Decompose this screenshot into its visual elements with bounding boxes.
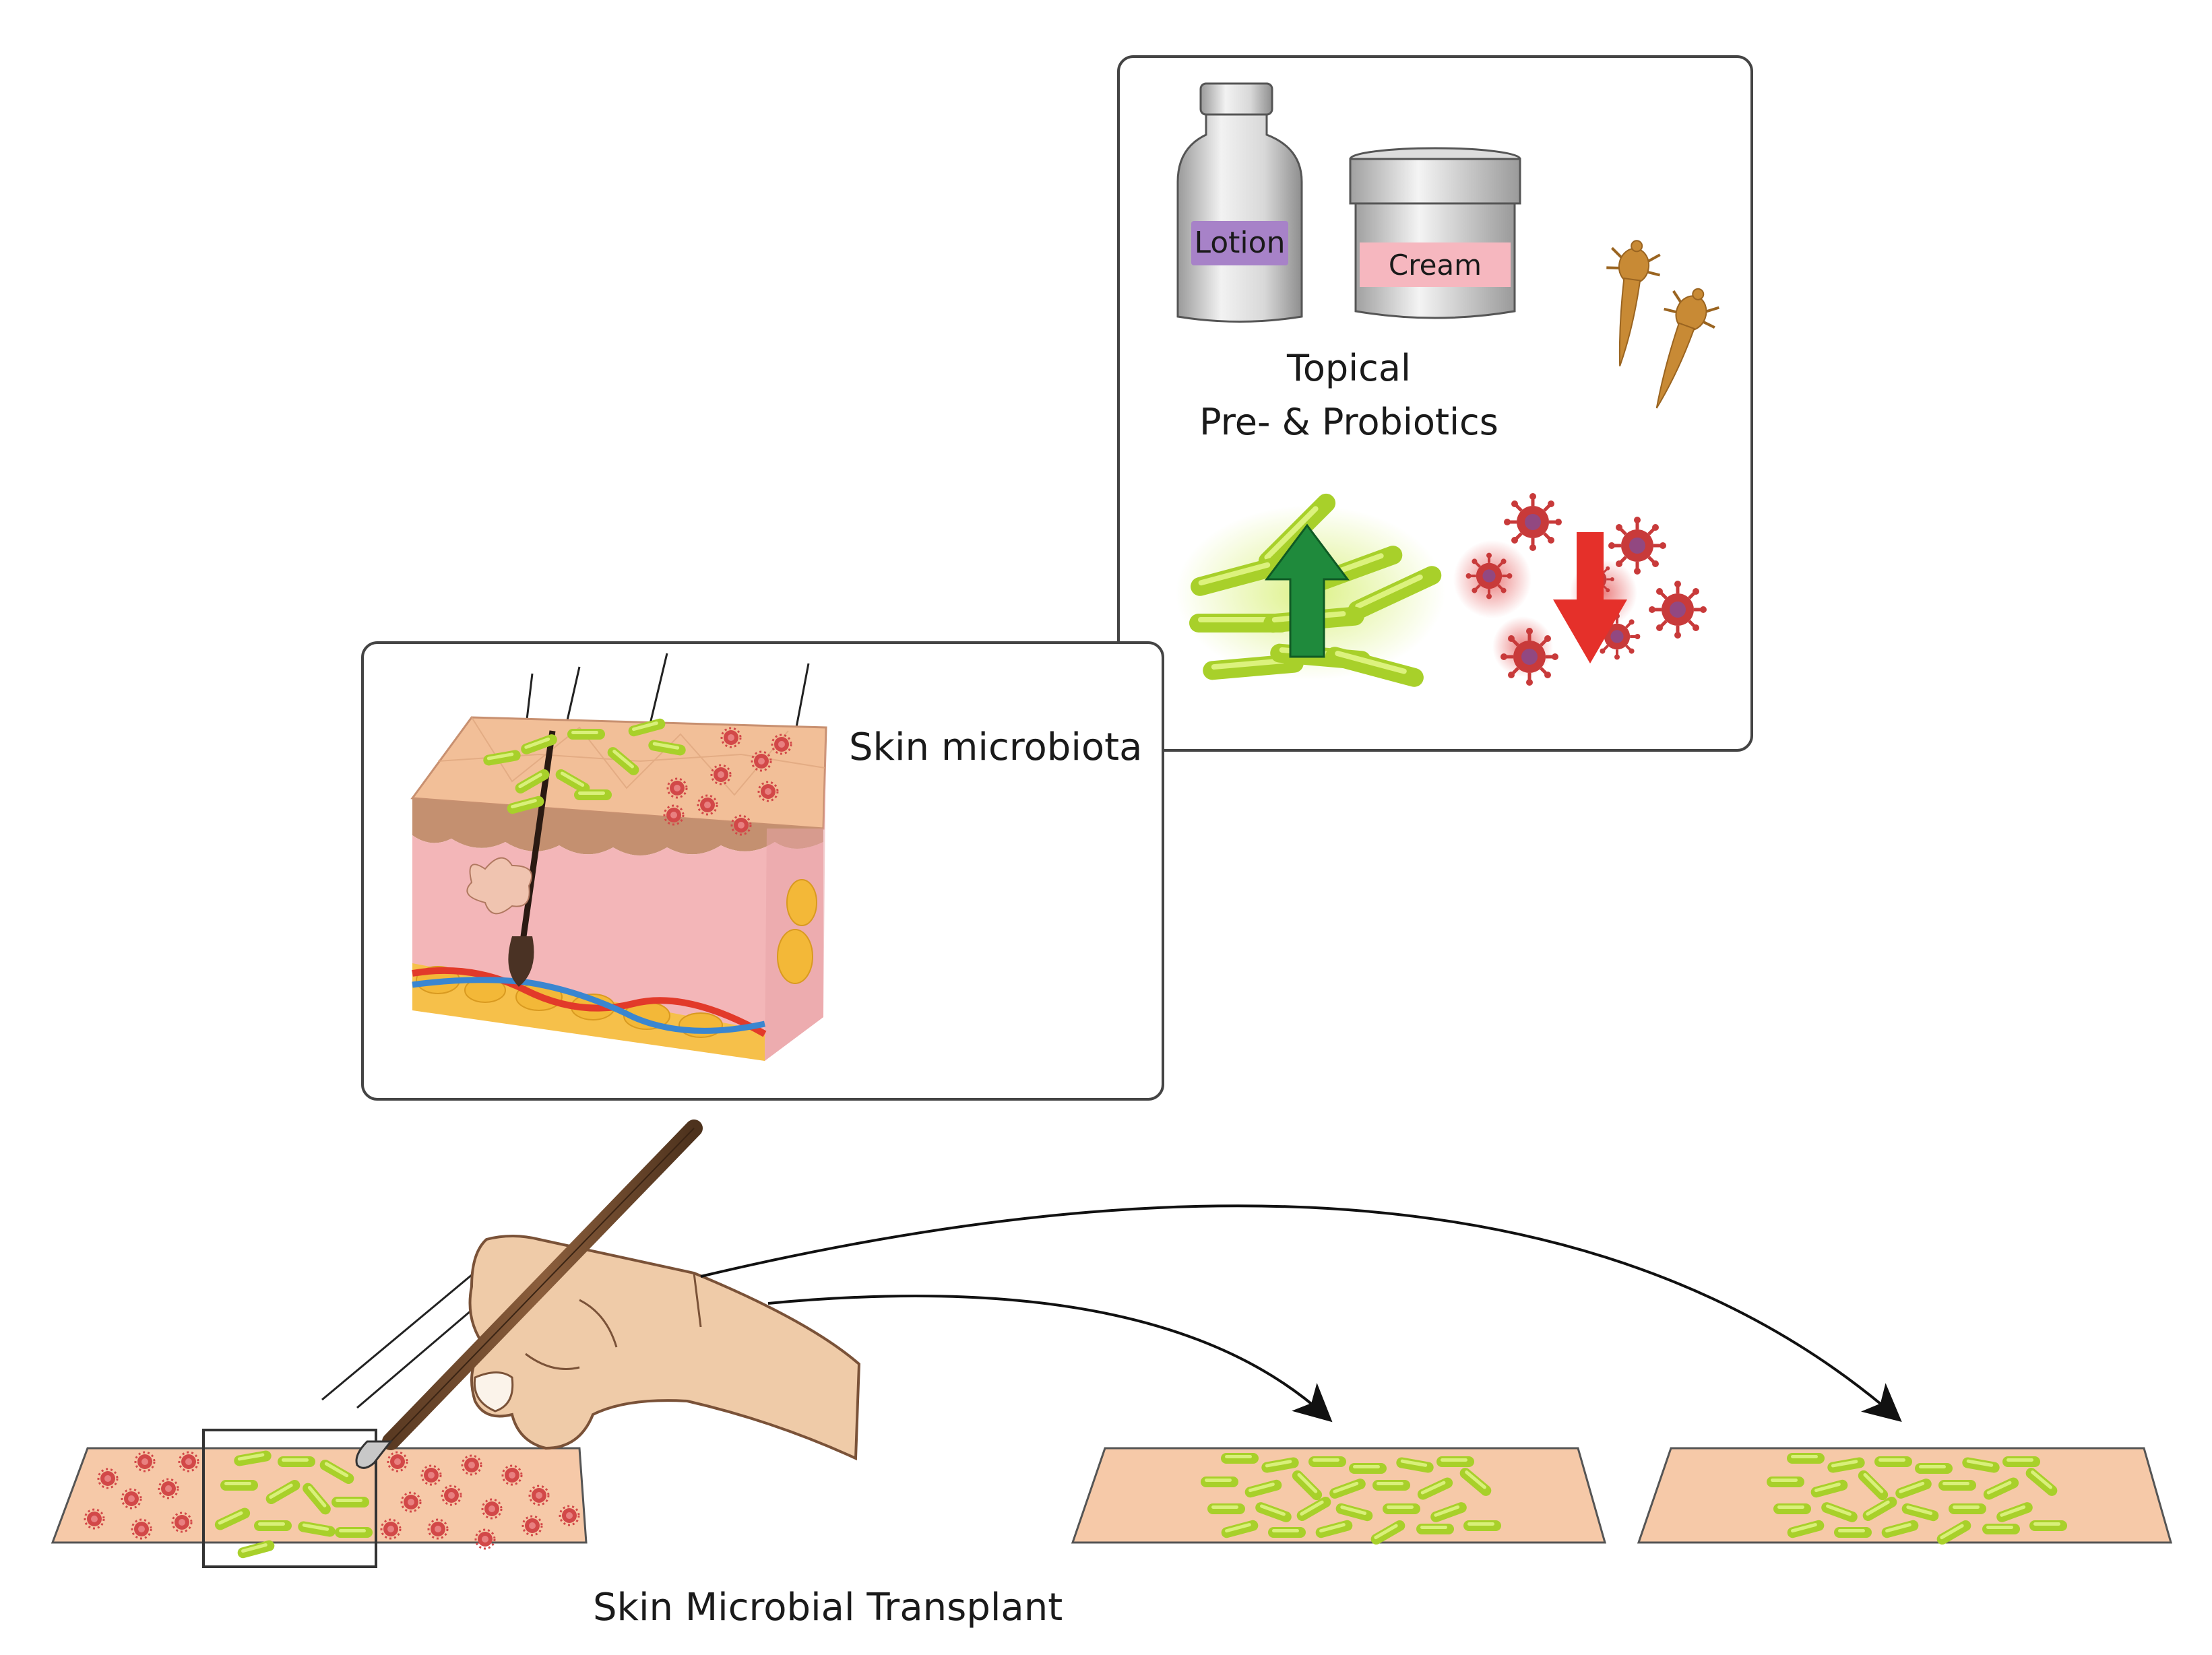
mite-icon (1606, 240, 1719, 409)
transfer-arrow-1 (767, 1295, 1333, 1423)
recipient-skin-strip-1 (1071, 1447, 1606, 1547)
topical-title-line1: Topical (1286, 347, 1411, 389)
decrease-arrow-icon (1553, 532, 1627, 663)
recipient-skin-strip-2 (1637, 1447, 2172, 1547)
cream-label: Cream (1389, 249, 1482, 282)
cream-jar: Cream (1349, 147, 1521, 319)
lotion-label: Lotion (1195, 226, 1286, 260)
skin-cross-section-illustration (410, 653, 827, 1061)
topical-title-line2: Pre- & Probiotics (1199, 401, 1498, 443)
skin-microbiota-label: Skin microbiota (849, 725, 1142, 769)
skin-microbiota-panel: Skin microbiota (361, 641, 1164, 1101)
transfer-arrow-2 (700, 1204, 1902, 1422)
increase-arrow-icon (1265, 523, 1350, 658)
transplant-caption: Skin Microbial Transplant (593, 1586, 1063, 1629)
topical-panel: Lotion Cream Topical Pre- & Probiotics (1117, 55, 1753, 752)
lotion-bottle: Lotion (1176, 82, 1303, 323)
donor-skin-strip (51, 1429, 588, 1568)
hand-with-swab-illustration (321, 1119, 861, 1469)
sampling-area-frame (202, 1429, 377, 1568)
